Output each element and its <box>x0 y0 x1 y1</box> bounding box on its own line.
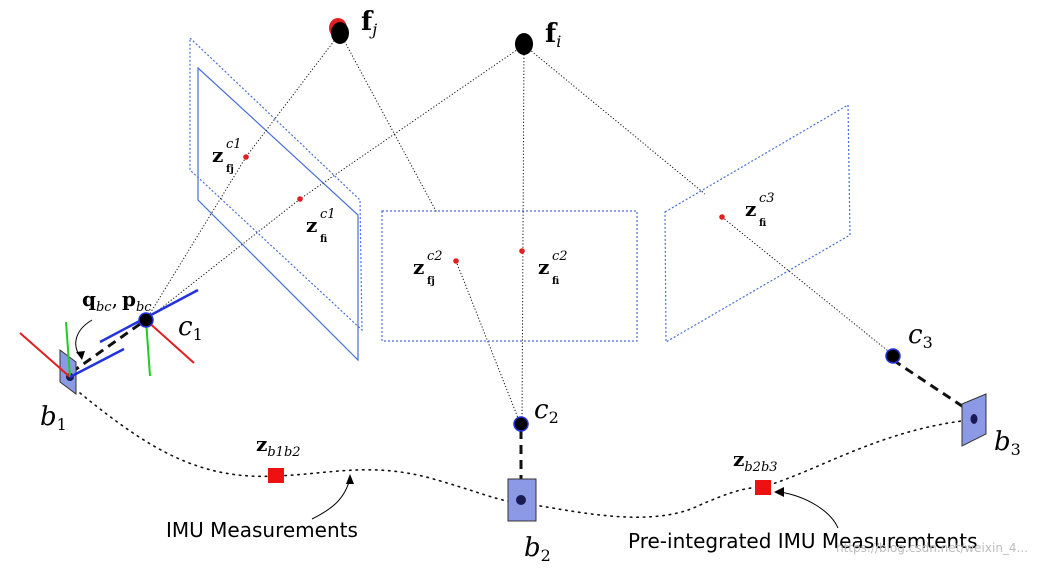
body-label-b1: b1 <box>40 402 67 434</box>
preintegrated-caption-arrow <box>774 487 839 529</box>
preintegrated-caption: Pre-integrated IMU Measuremtents <box>628 529 977 553</box>
observation-dot-c1-fj <box>243 154 249 160</box>
observation-dot-c2-fi <box>519 248 525 254</box>
feature-point-fi <box>515 33 533 55</box>
imu-measurements-caption: IMU Measurements <box>166 518 358 542</box>
svg-text:c2: c2 <box>552 249 568 264</box>
c3-b3-link <box>892 358 969 412</box>
svg-text:fi: fi <box>552 276 560 287</box>
imu-factor-label-b1b2: zb1b2 <box>256 432 301 460</box>
camera-center-c2 <box>513 416 529 432</box>
svg-text:z: z <box>413 255 424 279</box>
feature-point-fj <box>329 18 349 44</box>
feature-label-fi: fi <box>545 19 561 51</box>
svg-text:z: z <box>212 143 223 167</box>
body-frame-b3 <box>961 393 987 447</box>
camera-center-c1 <box>138 312 154 328</box>
observation-dot-c1-fi <box>297 196 303 202</box>
imu-factor-label-b2b3: zb2b3 <box>733 447 778 475</box>
imu-factor-b1b2 <box>268 468 284 483</box>
imu-factor-b2b3 <box>755 480 771 495</box>
observation-points <box>243 154 725 264</box>
body-frame-b2 <box>507 478 537 522</box>
svg-text:fj: fj <box>226 164 234 175</box>
body-label-b3: b3 <box>994 427 1021 459</box>
camera-label-c3: c3 <box>908 320 933 352</box>
observation-label-c1-fi: z c1 fi <box>306 207 336 245</box>
observation-label-c1-fj: z c1 fj <box>212 137 242 175</box>
body-frame-b1 <box>59 349 77 395</box>
svg-text:z: z <box>306 213 317 237</box>
extrinsic-label: qbc,pbc <box>82 287 152 315</box>
observation-label-c2-fj: z c2 fj <box>413 249 443 287</box>
svg-text:fj: fj <box>427 276 435 287</box>
watermark-text: https://blog.csdn.net/weixin_4... <box>836 541 1028 555</box>
projection-rays <box>145 32 894 424</box>
imu-caption-arrow <box>311 474 354 520</box>
camera-label-c1: c1 <box>178 312 203 344</box>
image-plane-c3 <box>664 103 851 344</box>
observation-dot-c2-fj <box>453 258 459 264</box>
svg-text:z: z <box>538 255 549 279</box>
svg-text:z: z <box>745 197 756 221</box>
svg-text:fi: fi <box>759 218 767 229</box>
camera-label-c2: c2 <box>534 395 559 427</box>
observation-dot-c3-fi <box>719 214 725 220</box>
observation-label-c3-fi: z c3 fi <box>745 191 775 229</box>
svg-text:c1: c1 <box>226 137 242 152</box>
camera-center-c3 <box>885 348 901 364</box>
axes-b1 <box>19 321 125 379</box>
svg-text:c1: c1 <box>320 207 336 222</box>
observation-label-c2-fi: z c2 fi <box>538 249 568 287</box>
body-label-b2: b2 <box>524 533 551 565</box>
svg-text:c2: c2 <box>427 249 443 264</box>
image-plane-c1 <box>189 36 363 362</box>
image-plane-c2 <box>381 210 638 342</box>
c1-b1-link <box>71 322 141 374</box>
feature-label-fj: fj <box>361 7 377 39</box>
svg-text:fi: fi <box>320 234 328 245</box>
extrinsic-arrow <box>75 319 93 360</box>
svg-text:c3: c3 <box>759 191 775 206</box>
